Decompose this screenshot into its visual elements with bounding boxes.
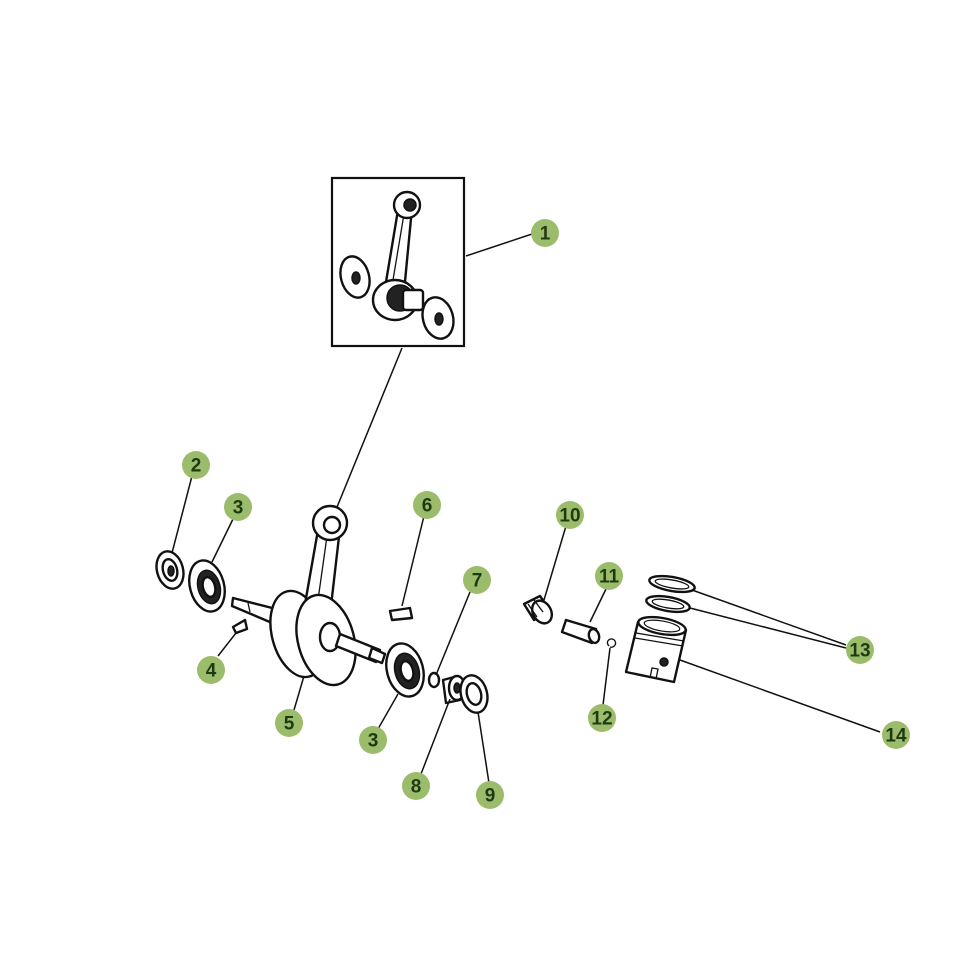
oil-seal-right (459, 674, 489, 714)
callout-badge (531, 219, 559, 247)
callout-number: 12 (591, 709, 612, 730)
ball-bearing-right (385, 642, 425, 698)
callout-number: 4 (206, 661, 217, 682)
callout-badge (224, 493, 252, 521)
callout-number: 2 (191, 456, 202, 477)
leader-lines (171, 233, 881, 784)
piston-rings (645, 574, 696, 614)
callout-badge (197, 656, 225, 684)
callout-number: 6 (422, 496, 433, 517)
callout-8: 8 (402, 772, 430, 800)
circlip (606, 638, 617, 648)
callout-number: 14 (885, 726, 907, 747)
callout-number: 13 (849, 641, 870, 662)
callout-1: 1 (531, 219, 559, 247)
callout-number: 7 (472, 571, 483, 592)
callout-badge (275, 709, 303, 737)
callout-badge (463, 566, 491, 594)
callout-number: 10 (559, 506, 580, 527)
callout-2: 2 (182, 451, 210, 479)
callout-9: 9 (476, 781, 504, 809)
o-ring (427, 671, 441, 689)
callout-badge (588, 704, 616, 732)
piston (624, 615, 688, 684)
callout-6: 6 (413, 491, 441, 519)
callout-badge (359, 726, 387, 754)
callout-11: 11 (595, 562, 623, 590)
callout-number: 5 (284, 714, 295, 735)
callout-12: 12 (588, 704, 616, 732)
callout-14: 14 (882, 721, 910, 749)
callout-13: 13 (846, 636, 874, 664)
callout-3: 3 (224, 493, 252, 521)
callout-number: 8 (411, 777, 422, 798)
callout-5: 5 (275, 709, 303, 737)
callout-3: 3 (359, 726, 387, 754)
callout-badge (182, 451, 210, 479)
bushing (441, 674, 467, 705)
callout-number: 3 (233, 498, 244, 519)
callout-badge (846, 636, 874, 664)
callout-number: 9 (485, 786, 496, 807)
callout-10: 10 (556, 501, 584, 529)
callout-badge (595, 562, 623, 590)
callout-7: 7 (463, 566, 491, 594)
callout-number: 11 (599, 567, 620, 588)
callout-number: 1 (540, 224, 551, 245)
woodruff-key (231, 618, 249, 635)
needle-bearing (522, 594, 554, 625)
crankshaft (230, 504, 387, 687)
callout-badge (882, 721, 910, 749)
callout-4: 4 (197, 656, 225, 684)
oil-seal-left (155, 550, 185, 590)
shaft-key (388, 606, 414, 622)
inset-connecting-rod-kit (330, 176, 466, 348)
ball-bearing-left (188, 559, 226, 613)
callout-badge (402, 772, 430, 800)
callout-number: 3 (368, 731, 379, 752)
callout-badge (556, 501, 584, 529)
callout-badge (413, 491, 441, 519)
inset-pointer-line (334, 347, 403, 513)
callout-badge (476, 781, 504, 809)
piston-pin (560, 618, 601, 645)
